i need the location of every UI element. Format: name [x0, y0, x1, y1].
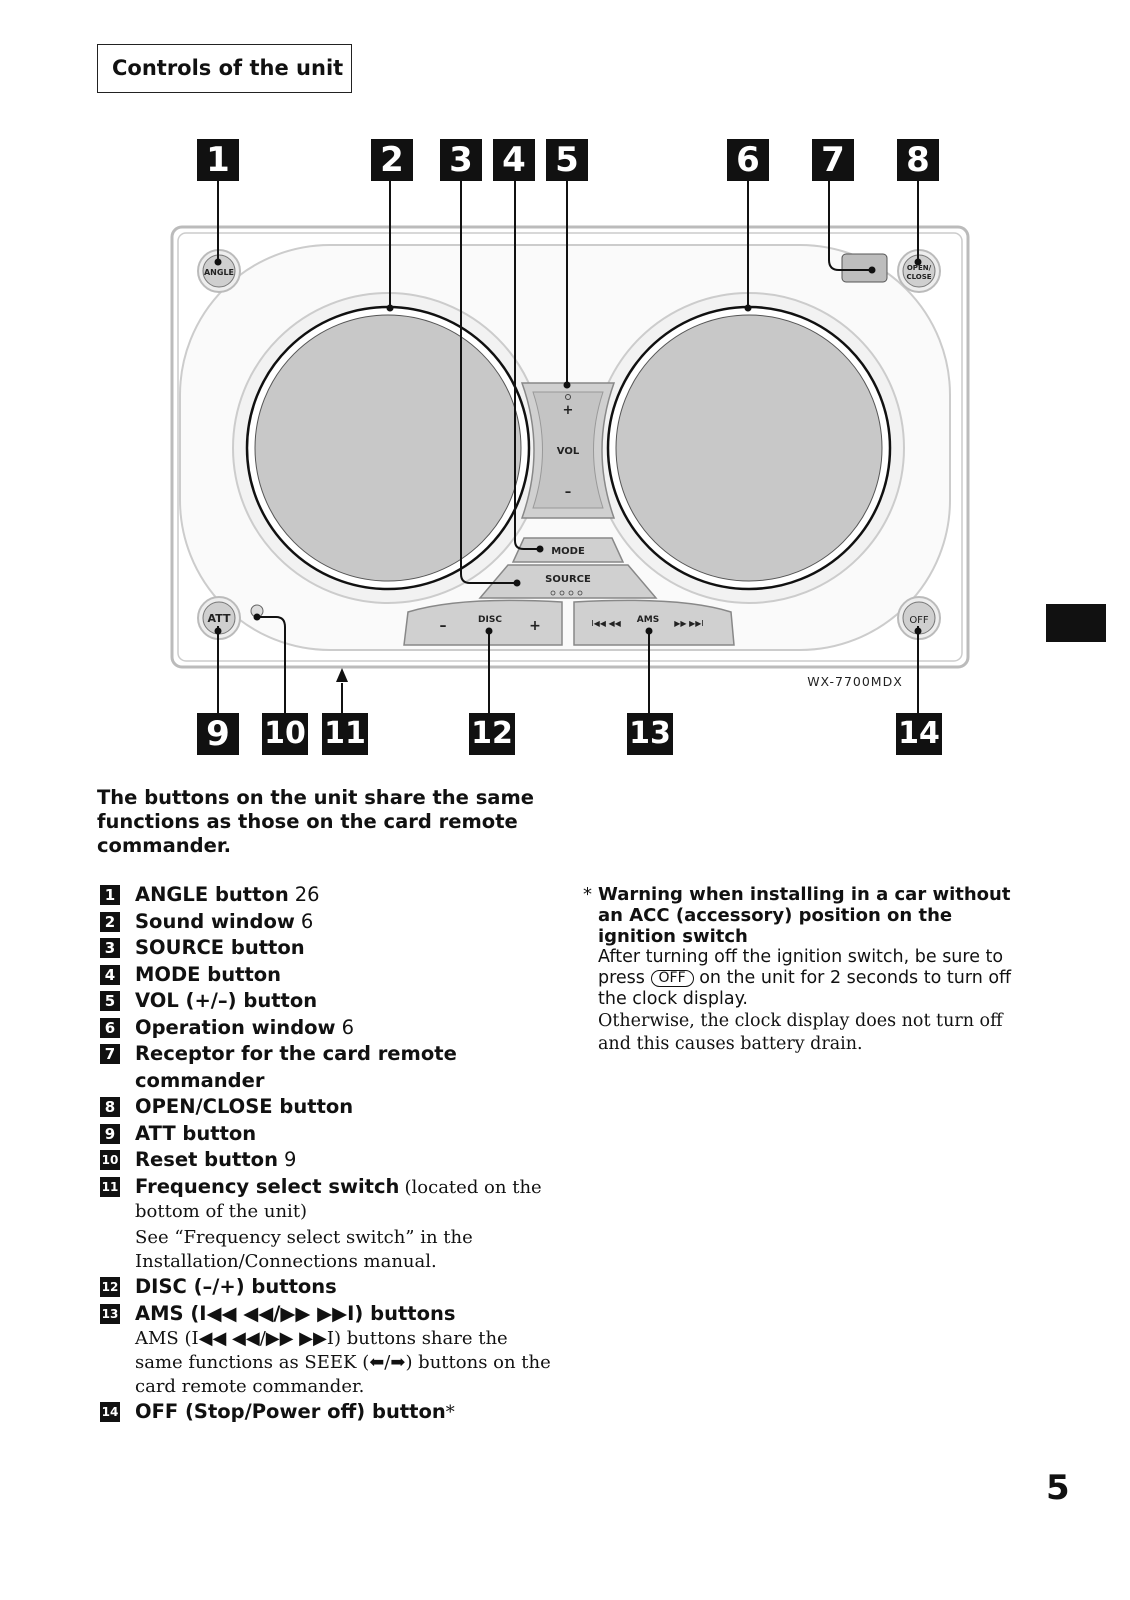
item-number: 8 [100, 1097, 120, 1117]
item-label: OPEN/CLOSE button [135, 1095, 354, 1118]
item-label: MODE button [135, 962, 282, 986]
page-number: 5 [1046, 1468, 1070, 1508]
item-number: 10 [100, 1150, 120, 1170]
item-label: Sound window [135, 909, 295, 933]
item-number: 7 [100, 1044, 120, 1064]
item-number: 12 [100, 1277, 120, 1297]
list-item: 3 SOURCE button [100, 935, 560, 962]
disc-plus-label: + [529, 618, 541, 634]
item-number: 1 [100, 885, 120, 905]
open-label: OPEN/ [907, 264, 932, 272]
list-item: 5 VOL (+/–) button [100, 988, 560, 1015]
warning-body-a: After turning off the ignition switch, b… [598, 947, 1004, 988]
item-note-detail: See “Frequency select switch” in the Ins… [135, 1227, 473, 1272]
item-number: 3 [100, 938, 120, 958]
item-page: 26 [294, 883, 320, 906]
callout-1: 1 [197, 139, 239, 181]
item-number: 13 [100, 1303, 120, 1324]
vol-minus-label: – [565, 485, 572, 500]
callout-5: 5 [546, 139, 588, 181]
callout-14: 14 [896, 713, 942, 755]
model-label: WX-7700MDX [807, 674, 903, 689]
callout-11: 11 [322, 713, 368, 755]
vol-label: VOL [557, 446, 580, 457]
item-number: 11 [100, 1176, 120, 1197]
item-label: DISC (–/+) buttons [135, 1275, 337, 1298]
callout-6: 6 [727, 139, 769, 181]
intro-text: The buttons on the unit share the same f… [97, 786, 535, 857]
warning-title: Warning when installing in a car without… [598, 884, 1011, 947]
callout-12: 12 [469, 713, 515, 755]
item-label: VOL (+/–) button [135, 989, 318, 1012]
list-item: 7 Receptor for the card remote commander [100, 1041, 560, 1094]
angle-label: ANGLE [204, 268, 234, 277]
att-label: ATT [208, 612, 231, 625]
warning-body-b: on the unit for 2 seconds to turn off th… [598, 968, 1012, 1009]
ams-back-label: I◀◀ ◀◀ [591, 619, 621, 628]
item-page: 6 [341, 1015, 354, 1039]
warning-body: After turning off the ignition switch, b… [598, 947, 1023, 1010]
item-label: ANGLE button [135, 883, 289, 906]
item-label: SOURCE button [135, 936, 305, 959]
item-number: 5 [100, 991, 120, 1011]
item-page: 6 [300, 909, 314, 933]
warning-note: * Warning when installing in a car witho… [583, 884, 1023, 1056]
close-label: CLOSE [906, 273, 931, 281]
item-note-detail: AMS (I◀◀ ◀◀/▶▶ ▶▶I) buttons share the sa… [135, 1328, 551, 1397]
item-number: 4 [100, 964, 120, 985]
item-label: ATT button [135, 1121, 257, 1145]
list-item: 12 DISC (–/+) buttons [100, 1274, 560, 1301]
mode-label: MODE [551, 546, 585, 557]
off-key-icon: OFF [650, 970, 694, 987]
list-item: 4 MODE button [100, 962, 560, 989]
warning-body-2: Otherwise, the clock display does not tu… [598, 1011, 1003, 1054]
item-label: Reset button [135, 1148, 278, 1171]
item-page: 9 [283, 1148, 297, 1171]
warning-asterisk: * [583, 884, 592, 905]
ams-forward-label: ▶▶ ▶▶I [674, 619, 704, 628]
item-note: (located on the bottom of the unit) [135, 1176, 542, 1223]
item-label: OFF (Stop/Power off) button [135, 1400, 446, 1423]
item-number: 6 [100, 1017, 120, 1038]
section-title: Controls of the unit [97, 44, 352, 93]
callout-9: 9 [197, 713, 239, 755]
list-item: 13 AMS (I◀◀ ◀◀/▶▶ ▶▶I) buttons AMS (I◀◀ … [100, 1301, 560, 1400]
item-number: 9 [100, 1123, 120, 1144]
off-label: OFF [909, 615, 929, 626]
item-number: 2 [100, 911, 120, 932]
disc-label: DISC [478, 615, 502, 625]
callout-7: 7 [812, 139, 854, 181]
unit-diagram: ANGLE OPEN/ CLOSE + VOL – MODE SOURCE AT… [170, 181, 970, 713]
list-item: 8 OPEN/CLOSE button [100, 1094, 560, 1121]
item-suffix: * [445, 1402, 455, 1423]
list-item: 14 OFF (Stop/Power off) button* [100, 1399, 560, 1426]
vol-plus-label: + [563, 403, 574, 418]
callout-3: 3 [440, 139, 482, 181]
callout-2: 2 [371, 139, 413, 181]
item-number: 14 [100, 1402, 120, 1422]
item-label: AMS (I◀◀ ◀◀/▶▶ ▶▶I) buttons [135, 1301, 456, 1325]
callout-8: 8 [897, 139, 939, 181]
callout-4: 4 [493, 139, 535, 181]
list-item: 9 ATT button [100, 1121, 560, 1148]
item-label: Frequency select switch [135, 1174, 400, 1198]
callout-10: 10 [262, 713, 308, 755]
ams-label: AMS [637, 615, 659, 625]
source-label: SOURCE [545, 574, 591, 585]
callout-13: 13 [627, 713, 673, 755]
list-item: 11 Frequency select switch (located on t… [100, 1174, 560, 1275]
item-label: Receptor for the card remote commander [135, 1042, 457, 1092]
section-tab-marker [1046, 604, 1106, 642]
disc-minus-label: – [440, 618, 447, 634]
item-label: Operation window [135, 1015, 336, 1039]
